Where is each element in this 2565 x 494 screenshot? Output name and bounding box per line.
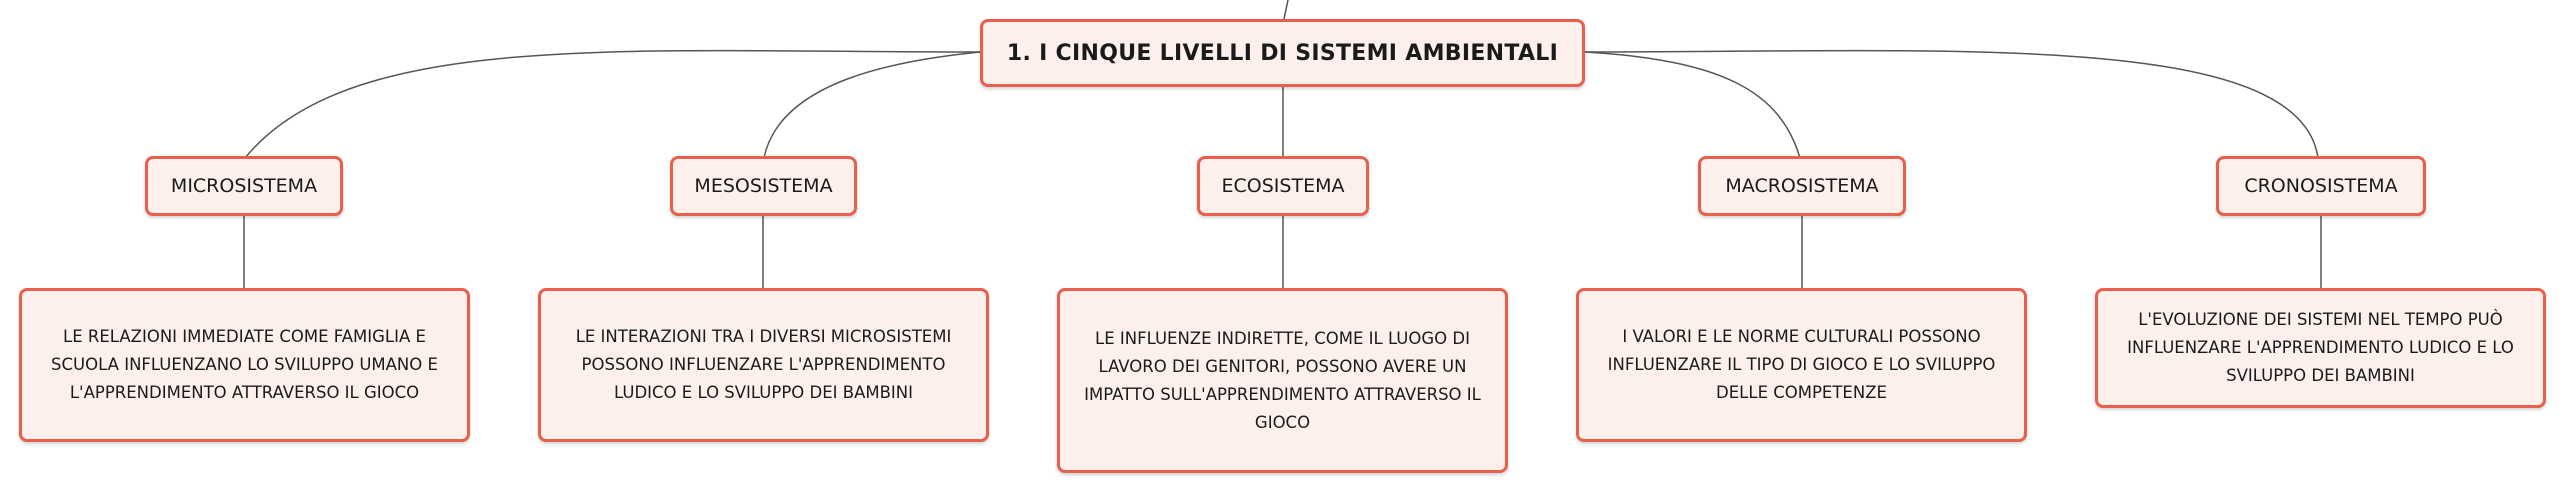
description-node-mesosistema[interactable]: LE INTERAZIONI TRA I DIVERSI MICROSISTEM… — [538, 288, 989, 442]
connector-parent-root — [1283, 0, 1289, 20]
level-node-macrosistema[interactable]: MACROSISTEMA — [1698, 156, 1906, 216]
connector-root-mesosistema — [763, 51, 981, 159]
description-text: I VALORI E LE NORME CULTURALI POSSONO IN… — [1607, 327, 1996, 402]
level-label: ECOSISTEMA — [1221, 175, 1345, 197]
level-node-cronosistema[interactable]: CRONOSISTEMA — [2216, 156, 2426, 216]
description-node-cronosistema[interactable]: L'EVOLUZIONE DEI SISTEMI NEL TEMPO PUÒ I… — [2095, 288, 2546, 408]
description-text: LE RELAZIONI IMMEDIATE COME FAMIGLIA E S… — [51, 327, 438, 402]
description-node-ecosistema[interactable]: LE INFLUENZE INDIRETTE, COME IL LUOGO DI… — [1057, 288, 1508, 473]
description-node-microsistema[interactable]: LE RELAZIONI IMMEDIATE COME FAMIGLIA E S… — [19, 288, 470, 442]
root-node[interactable]: 1. I CINQUE LIVELLI DI SISTEMI AMBIENTAL… — [980, 19, 1585, 87]
connector-root-cronosistema — [1584, 49, 2319, 159]
level-label: MACROSISTEMA — [1725, 175, 1879, 197]
connector-root-microsistema — [244, 49, 981, 159]
description-node-macrosistema[interactable]: I VALORI E LE NORME CULTURALI POSSONO IN… — [1576, 288, 2027, 442]
root-title: 1. I CINQUE LIVELLI DI SISTEMI AMBIENTAL… — [1006, 40, 1559, 66]
level-label: CRONOSISTEMA — [2244, 175, 2398, 197]
level-node-microsistema[interactable]: MICROSISTEMA — [145, 156, 343, 216]
description-text: LE INFLUENZE INDIRETTE, COME IL LUOGO DI… — [1084, 328, 1481, 432]
level-node-mesosistema[interactable]: MESOSISTEMA — [670, 156, 857, 216]
level-node-ecosistema[interactable]: ECOSISTEMA — [1197, 156, 1369, 216]
level-label: MICROSISTEMA — [170, 175, 318, 197]
level-label: MESOSISTEMA — [694, 175, 833, 197]
description-text: L'EVOLUZIONE DEI SISTEMI NEL TEMPO PUÒ I… — [2127, 310, 2514, 385]
connector-root-macrosistema — [1584, 51, 1801, 159]
description-text: LE INTERAZIONI TRA I DIVERSI MICROSISTEM… — [575, 327, 952, 402]
